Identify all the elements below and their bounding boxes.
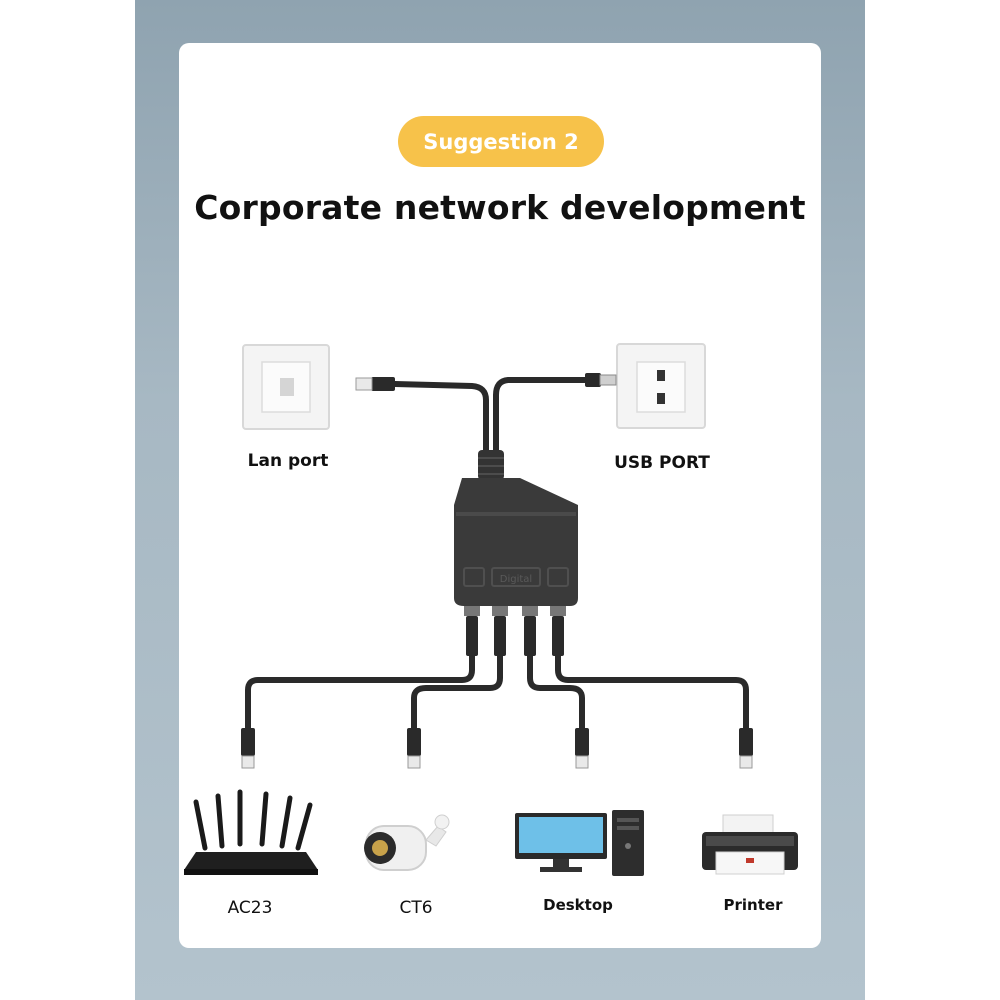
splitter-hub-icon: Digital xyxy=(454,478,578,606)
device-label-desktop: Desktop xyxy=(543,896,613,914)
router-icon xyxy=(184,789,318,875)
usb-port-label: USB PORT xyxy=(614,453,710,473)
device-label-printer: Printer xyxy=(723,896,783,914)
wall-lan-socket-icon xyxy=(242,344,330,430)
hub-brand-text: Digital xyxy=(500,574,532,585)
suggestion-badge: Suggestion 2 xyxy=(398,116,604,167)
printer-icon xyxy=(702,814,798,875)
usb-plug-icon xyxy=(585,373,617,387)
strain-relief-ribs xyxy=(478,457,504,475)
wall-usb-socket-icon xyxy=(616,343,706,429)
desktop-computer-icon xyxy=(515,810,644,876)
security-camera-icon xyxy=(364,814,450,871)
cable-strain-relief xyxy=(478,450,504,480)
hub-output-plugs xyxy=(464,606,566,656)
output-cables xyxy=(245,649,749,733)
input-cables xyxy=(392,377,591,458)
page-title: Corporate network development xyxy=(194,188,806,227)
device-label-camera: CT6 xyxy=(399,898,433,918)
device-label-router: AC23 xyxy=(227,898,273,918)
rj45-plug-icon xyxy=(355,377,395,391)
device-end-plugs xyxy=(241,728,753,769)
lan-port-label: Lan port xyxy=(247,451,329,471)
